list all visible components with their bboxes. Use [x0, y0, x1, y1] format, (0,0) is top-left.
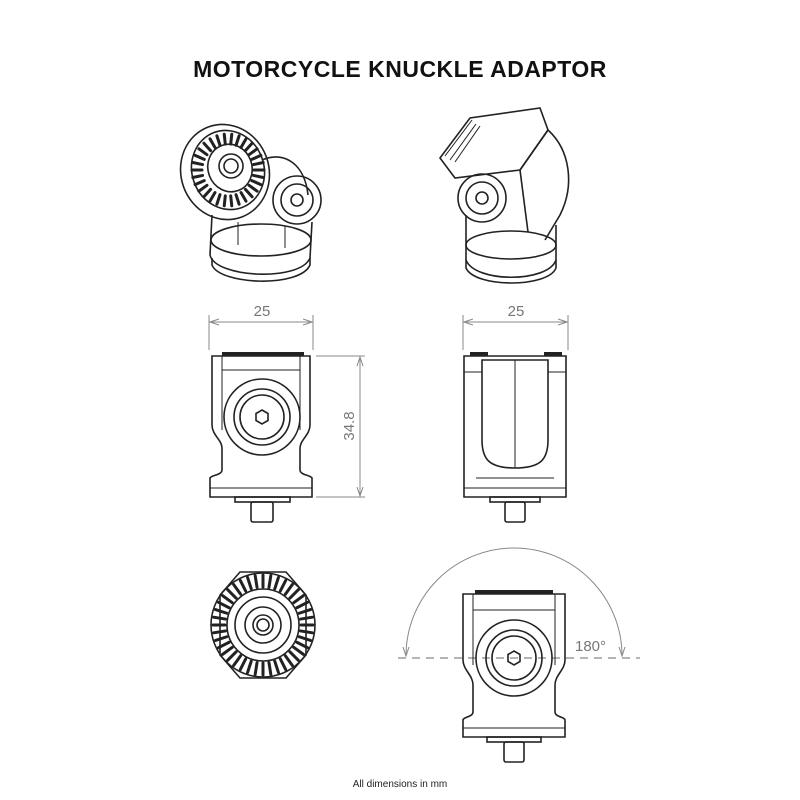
gear-tooth [253, 574, 259, 589]
isometric-view-side [439, 107, 570, 284]
gear-tooth [246, 659, 253, 675]
gear-teeth [190, 132, 266, 208]
gear-tooth [221, 645, 234, 656]
gear-tooth [299, 615, 314, 621]
gear-tooth [212, 615, 227, 621]
side-view: 25 [462, 303, 569, 523]
gear-tooth [229, 132, 234, 146]
gear-tooth [250, 179, 263, 187]
gear-tooth [278, 657, 288, 672]
gear-tooth [267, 574, 273, 589]
side-width-dimension-label: 25 [508, 303, 525, 320]
gear-tooth [215, 134, 222, 147]
gear-tooth [295, 600, 310, 610]
gear-tooth [297, 635, 313, 642]
gear-tooth [197, 147, 209, 157]
gear-tooth [246, 575, 253, 591]
gear-tooth [273, 659, 280, 675]
gear-tooth [215, 193, 222, 206]
gear-tooth [208, 137, 217, 149]
rotation-view: 180° [398, 547, 640, 763]
gear-tooth [273, 575, 280, 591]
gear-teeth [211, 573, 315, 677]
gear-tooth [251, 161, 265, 167]
width-dimension-label: 25 [254, 303, 271, 320]
gear-tooth [191, 161, 205, 167]
gear-tooth [283, 654, 294, 667]
gear-tooth [222, 132, 227, 146]
gear-tooth [251, 173, 265, 179]
gear-tooth [297, 608, 313, 615]
gear-tooth [247, 183, 259, 193]
gear-tooth [208, 191, 217, 203]
gear-tooth [229, 194, 234, 208]
page-title: MOTORCYCLE KNUCKLE ADAPTOR [193, 56, 607, 82]
gear-tooth [202, 141, 213, 153]
gear-tooth [202, 187, 213, 199]
gear-tooth [213, 635, 229, 642]
gear-tooth [234, 193, 241, 206]
gear-tooth [212, 629, 227, 635]
gear-tooth [243, 141, 254, 153]
gear-tooth [238, 578, 248, 593]
gear-tooth [191, 173, 205, 179]
gear-tooth [299, 629, 314, 635]
gear-tooth [232, 654, 243, 667]
gear-tooth [221, 594, 234, 605]
front-view: 25 34.8 [208, 303, 365, 523]
gear-tooth [250, 153, 263, 161]
gear-tooth [253, 661, 259, 676]
gear-tooth [239, 137, 248, 149]
gear-tooth [243, 187, 254, 199]
gear-tooth [239, 191, 248, 203]
gear-tooth [222, 194, 227, 208]
gear-tooth [292, 594, 305, 605]
gear-tooth [234, 134, 241, 147]
gear-tooth [288, 588, 300, 600]
gear-tooth [232, 583, 243, 596]
gear-tooth [216, 640, 231, 650]
gear-tooth [197, 183, 209, 193]
gear-tooth [278, 578, 288, 593]
gear-tooth [295, 640, 310, 650]
gear-tooth [226, 650, 238, 662]
gear-tooth [238, 657, 248, 672]
rotation-angle-label: 180° [575, 638, 606, 655]
gear-tooth [193, 153, 206, 161]
gear-tooth [216, 600, 231, 610]
gear-tooth [213, 608, 229, 615]
gear-tooth [283, 583, 294, 596]
isometric-view-front [179, 123, 322, 282]
bottom-view [210, 571, 316, 679]
height-dimension-label: 34.8 [341, 411, 358, 440]
gear-tooth [292, 645, 305, 656]
gear-tooth [267, 661, 273, 676]
gear-tooth [193, 179, 206, 187]
units-note: All dimensions in mm [352, 779, 448, 790]
gear-tooth [226, 588, 238, 600]
gear-tooth [247, 147, 259, 157]
gear-tooth [288, 650, 300, 662]
